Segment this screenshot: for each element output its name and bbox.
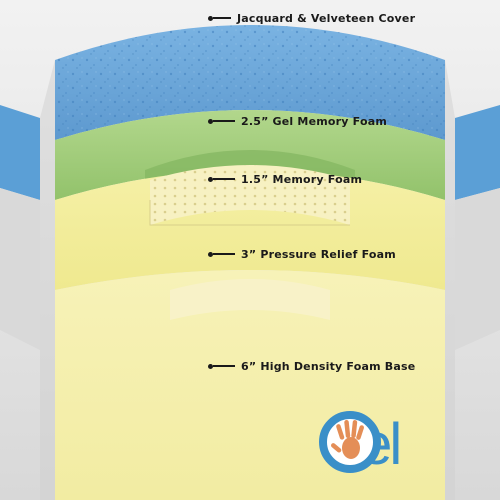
callout-line	[213, 120, 235, 122]
callout-label: 3” Pressure Relief Foam	[241, 247, 396, 261]
gel-speckles	[55, 25, 445, 140]
right-cut-edge	[445, 60, 455, 500]
callout-dot	[208, 176, 213, 182]
cutout-edge	[149, 200, 350, 226]
callout-line	[213, 178, 235, 180]
callout-label: 6” High Density Foam Base	[241, 359, 416, 373]
callout-dot	[208, 363, 213, 369]
callout-label: 1.5” Memory Foam	[241, 172, 363, 186]
right-blue-band	[455, 105, 500, 200]
callout-line	[213, 17, 231, 19]
callout-dot	[208, 251, 213, 257]
callout-cover: Jacquard & Velveteen Cover	[208, 11, 415, 25]
callout-dot	[208, 15, 213, 21]
callout-dot	[208, 118, 213, 124]
hand-print-icon	[319, 411, 381, 473]
callout-label: 2.5” Gel Memory Foam	[241, 114, 387, 128]
callout-line	[213, 365, 235, 367]
callout-label: Jacquard & Velveteen Cover	[237, 11, 416, 25]
base-cutout	[170, 279, 330, 320]
left-cut-edge	[40, 60, 55, 500]
callout-gel-memory-foam: 2.5” Gel Memory Foam	[208, 114, 387, 128]
left-cover-side	[0, 188, 40, 350]
callout-foam-base: 6” High Density Foam Base	[208, 359, 415, 373]
perforation-holes	[150, 165, 350, 225]
right-cover-side	[455, 188, 500, 350]
callout-memory-foam: 1.5” Memory Foam	[208, 172, 362, 186]
callout-line	[213, 253, 235, 255]
gel-logo: Gel	[318, 410, 478, 490]
left-blue-band	[0, 105, 40, 200]
callout-pressure-relief-foam: 3” Pressure Relief Foam	[208, 247, 396, 261]
